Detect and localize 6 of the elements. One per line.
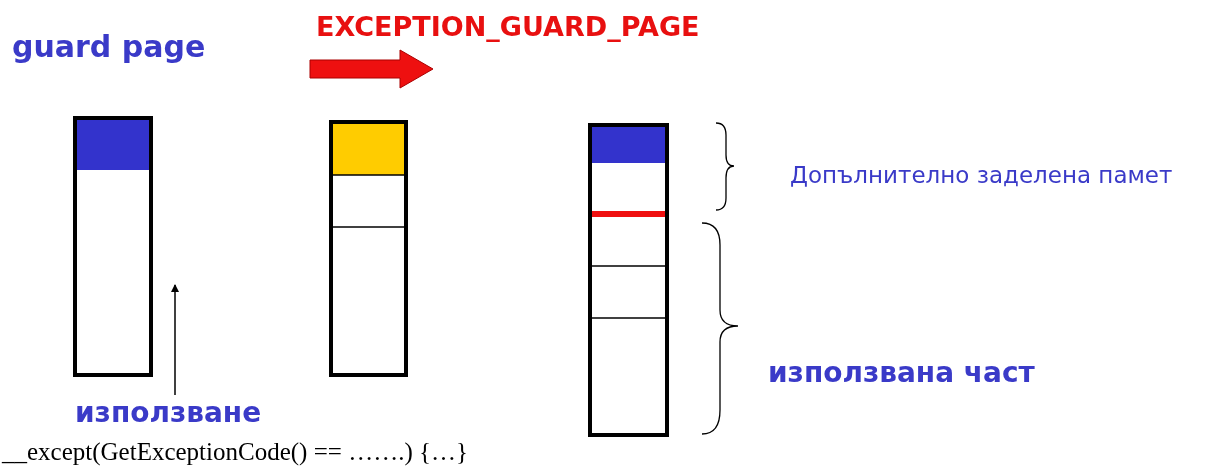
brace-label: използвана част xyxy=(768,358,1035,389)
heading: guard page xyxy=(12,30,206,63)
signal-name: EXCEPTION_GUARD_PAGE xyxy=(316,12,700,42)
code-line: __except(GetExceptionCode() == …….) {…} xyxy=(2,438,468,466)
brace-label: Допълнително заделена памет xyxy=(790,163,1173,189)
arrow-caption: използване xyxy=(75,398,262,429)
